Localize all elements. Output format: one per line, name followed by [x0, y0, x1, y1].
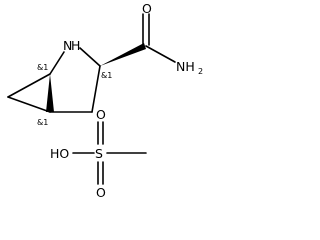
ring-nitrogen-label: N	[63, 38, 72, 53]
methanesulfonic-acid: HO S O O	[50, 107, 147, 200]
stereo-label-c1: &1	[37, 63, 48, 72]
bond-cyclopropane-bottom	[7, 96, 51, 113]
stereo-label-c5: &1	[37, 118, 48, 127]
wedge-bond-carboxamide	[100, 43, 146, 66]
bond-cyclopropane-top	[7, 73, 51, 98]
carbonyl-oxygen-label: O	[142, 1, 152, 16]
sulfonyl-oxygen-top-label: O	[96, 107, 106, 122]
ring-nitrogen-hydrogen-label: H	[71, 38, 80, 53]
bond-c3-c4	[91, 65, 101, 113]
azabicyclohexane-carboxamide: N H O NH 2 &1 &1 &1	[7, 1, 203, 127]
amide-nitrogen-label: NH	[176, 59, 195, 74]
bond-carbon-amide-nitrogen	[145, 45, 176, 63]
amide-subscript-label: 2	[198, 67, 203, 76]
hydroxyl-label: HO	[50, 146, 69, 161]
chemical-structure-diagram: N H O NH 2 &1 &1 &1 HO S O O	[7, 1, 203, 200]
bond-n2-c3	[79, 47, 101, 67]
stereo-label-c3: &1	[101, 71, 112, 80]
wedge-bond-ring-fusion	[46, 74, 54, 112]
sulfur-label: S	[95, 146, 103, 161]
bond-c1-n2	[49, 51, 65, 75]
sulfonyl-oxygen-bottom-label: O	[96, 185, 106, 200]
